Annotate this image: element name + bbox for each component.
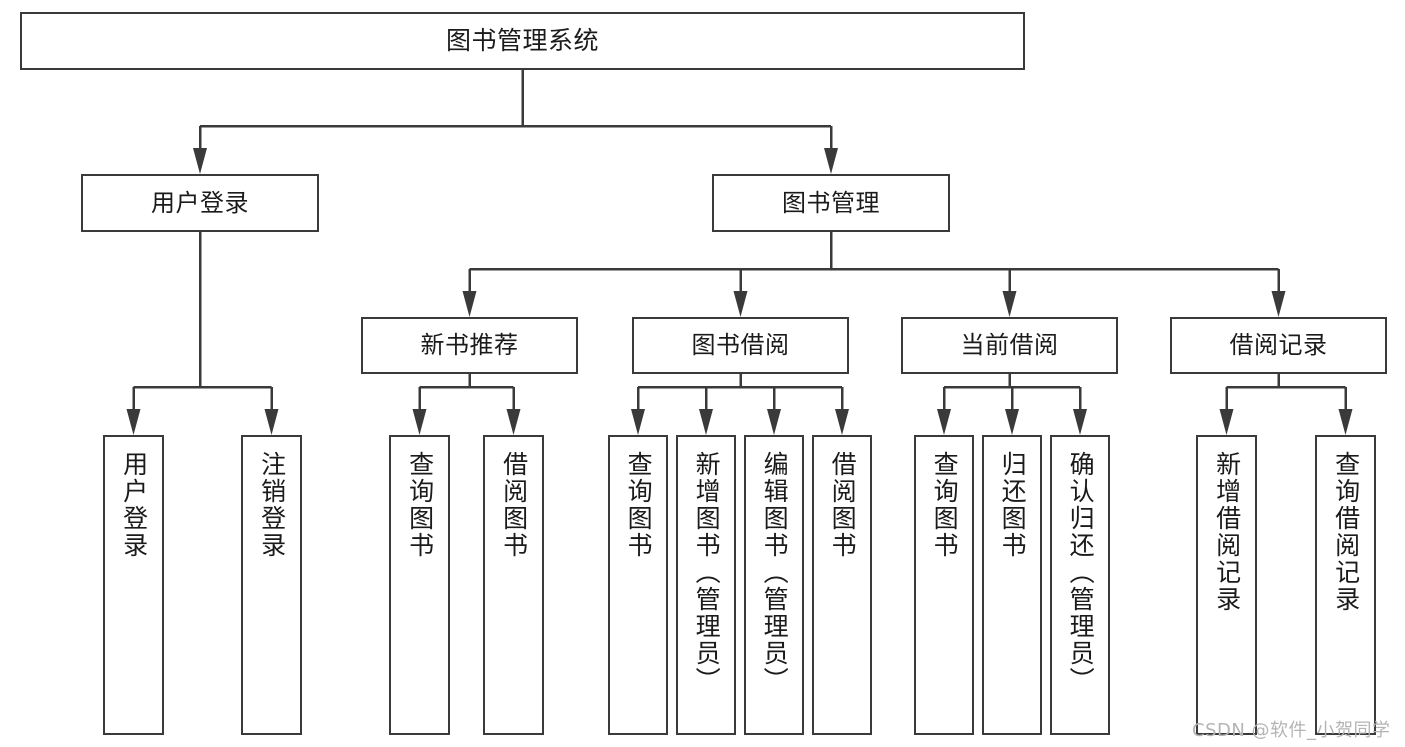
node-label: 编辑图书（管理员） — [760, 451, 790, 694]
leaf-confirm-return[interactable]: 确认归还（管理员） — [1050, 435, 1110, 735]
leaf-add-book[interactable]: 新增图书（管理员） — [676, 435, 736, 735]
node-label: 查询图书 — [405, 451, 435, 559]
node-label: 图书借阅 — [691, 331, 790, 360]
node-label: 用户登录 — [119, 451, 149, 559]
node-label: 图书管理系统 — [445, 26, 599, 56]
leaf-query-borrow-record[interactable]: 查询借阅记录 — [1315, 435, 1376, 735]
node-label: 借阅图书 — [499, 451, 529, 559]
leaf-query-book-1[interactable]: 查询图书 — [389, 435, 450, 735]
node-book-borrow[interactable]: 图书借阅 — [632, 317, 849, 374]
leaf-borrow-book-2[interactable]: 借阅图书 — [812, 435, 872, 735]
node-user-login[interactable]: 用户登录 — [81, 174, 319, 232]
node-label: 查询图书 — [930, 451, 960, 559]
node-root[interactable]: 图书管理系统 — [20, 12, 1025, 70]
leaf-return-book[interactable]: 归还图书 — [982, 435, 1042, 735]
leaf-logout[interactable]: 注销登录 — [241, 435, 302, 735]
leaf-query-book-2[interactable]: 查询图书 — [608, 435, 668, 735]
node-label: 归还图书 — [998, 451, 1028, 559]
node-current-borrow[interactable]: 当前借阅 — [901, 317, 1118, 374]
leaf-query-book-3[interactable]: 查询图书 — [914, 435, 974, 735]
node-borrow-record[interactable]: 借阅记录 — [1170, 317, 1387, 374]
leaf-add-borrow-record[interactable]: 新增借阅记录 — [1196, 435, 1257, 735]
node-label: 确认归还（管理员） — [1066, 451, 1096, 694]
node-label: 当前借阅 — [960, 331, 1059, 360]
node-label: 注销登录 — [257, 451, 287, 559]
node-label: 用户登录 — [151, 188, 249, 217]
node-book-manage[interactable]: 图书管理 — [712, 174, 950, 232]
node-label: 借阅图书 — [828, 451, 858, 559]
node-label: 新增图书（管理员） — [692, 451, 722, 694]
node-label: 查询借阅记录 — [1331, 451, 1361, 613]
node-label: 借阅记录 — [1229, 331, 1328, 360]
leaf-user-login[interactable]: 用户登录 — [103, 435, 164, 735]
csdn-watermark: CSDN @软件_小贺同学 — [1192, 720, 1391, 741]
node-label: 新增借阅记录 — [1212, 451, 1242, 613]
node-label: 新书推荐 — [420, 331, 519, 360]
node-new-book-recommend[interactable]: 新书推荐 — [361, 317, 578, 374]
node-label: 查询图书 — [624, 451, 654, 559]
leaf-borrow-book-1[interactable]: 借阅图书 — [483, 435, 544, 735]
node-label: 图书管理 — [782, 188, 880, 217]
leaf-edit-book[interactable]: 编辑图书（管理员） — [744, 435, 804, 735]
